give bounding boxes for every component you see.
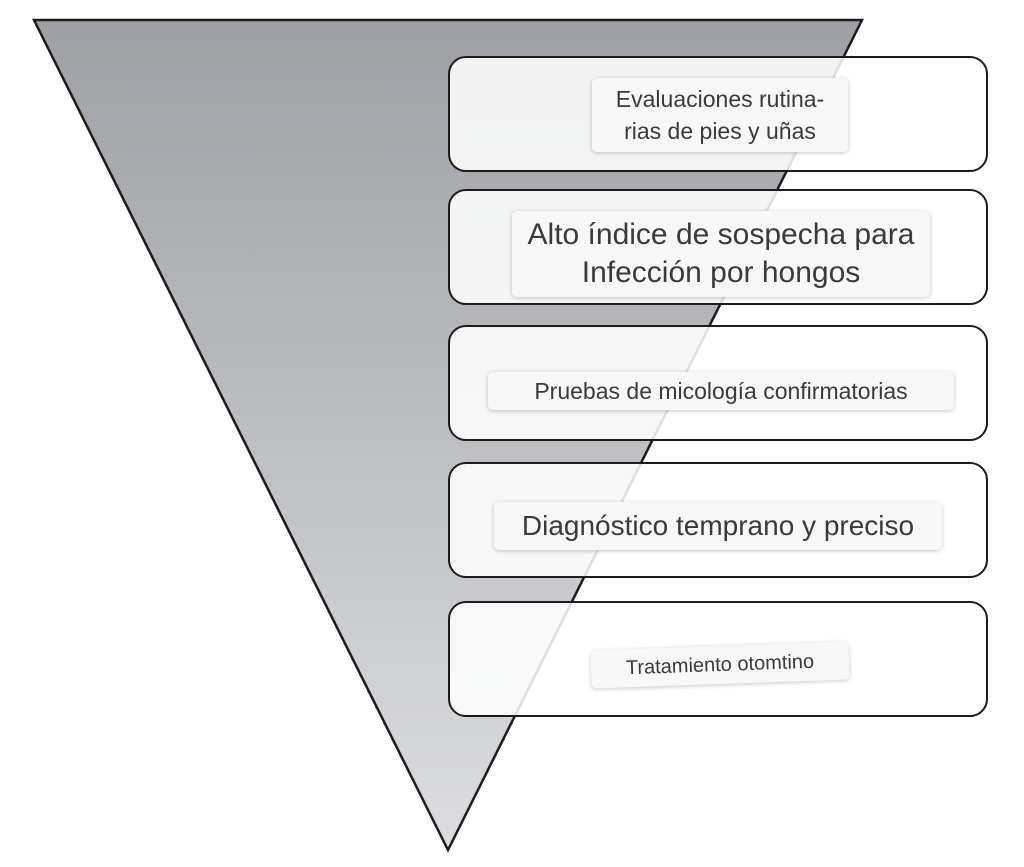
stage-label-high-suspicion: Alto índice de sospecha para Infección p… [512, 211, 930, 297]
stage-label-mycology-tests: Pruebas de micología confirmatorias [488, 372, 954, 410]
stage-label-routine-evaluations: Evaluaciones rutina- rias de pies y uñas [592, 78, 848, 152]
stage-label-early-diagnosis: Diagnóstico temprano y preciso [494, 502, 942, 550]
